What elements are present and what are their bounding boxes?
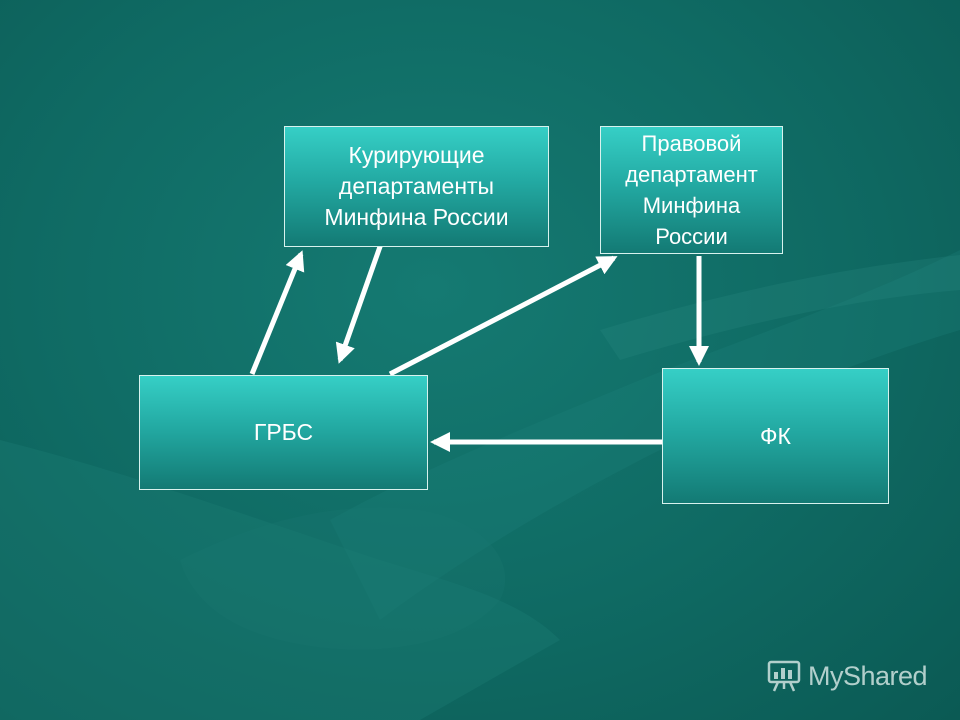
watermark-text: MyShared — [808, 660, 928, 691]
presentation-board-icon — [767, 660, 801, 692]
arrow-grbs-to-pravovoy — [388, 255, 618, 377]
box-grbs: ГРБС — [139, 375, 428, 490]
box-kuriruyushchie-departamenty: Курирующие департаменты Минфина России — [284, 126, 549, 247]
box-fk-label: ФК — [760, 422, 791, 449]
arrow-kuriruyushchie-to-grbs — [335, 240, 385, 364]
box-grbs-label: ГРБС — [253, 419, 314, 445]
box-pravovoy-label: Правовой департамент Минфина России — [625, 131, 758, 249]
box-kuriruyushchie-label: Курирующие департаменты Минфина России — [324, 142, 509, 230]
myshared-watermark: MyShared — [766, 656, 928, 696]
box-fk: ФК — [662, 368, 889, 504]
box-pravovoy-departament: Правовой департамент Минфина России — [600, 126, 783, 254]
arrow-grbs-to-kuriruyushchie — [249, 250, 305, 375]
